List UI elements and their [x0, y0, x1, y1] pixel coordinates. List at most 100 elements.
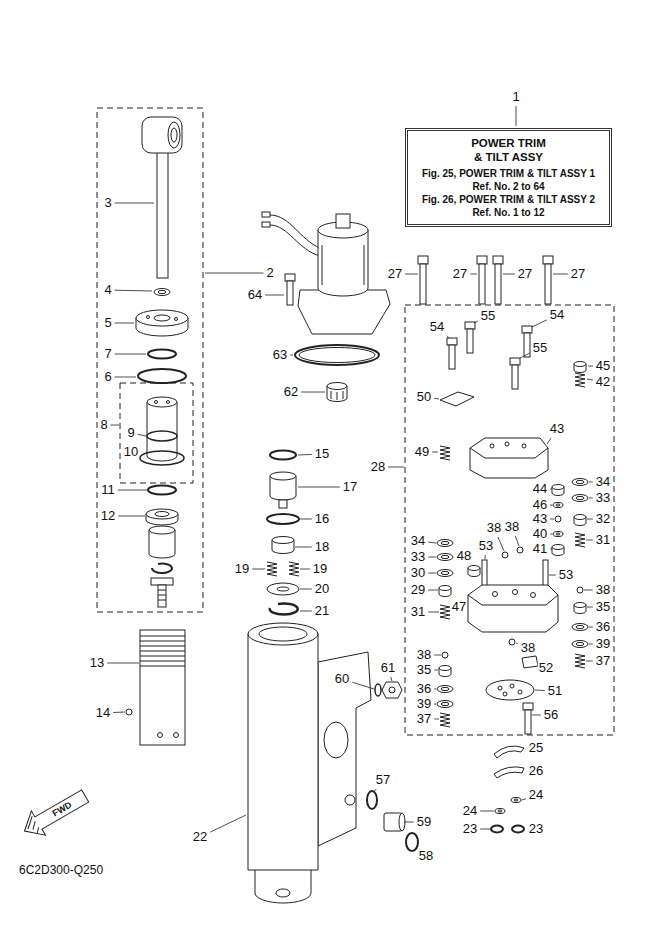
callout-number: 21: [314, 604, 330, 618]
leader-line: [434, 655, 441, 656]
callout-number: 18: [314, 540, 330, 554]
callout-number: 2: [265, 266, 274, 280]
leader-line: [388, 467, 404, 468]
callout-number: 33: [595, 491, 611, 505]
callout-number: 16: [314, 512, 330, 526]
callout-number: 39: [595, 637, 611, 651]
leader-line: [589, 627, 593, 628]
leader-line: [391, 677, 392, 681]
callout-number: 53: [478, 539, 494, 553]
callout-number: 11: [100, 483, 116, 497]
callout-number: 30: [410, 566, 426, 580]
callout-number: 5: [103, 316, 112, 330]
leader-line: [515, 536, 519, 546]
leader-line: [404, 822, 414, 823]
callout-number: 38: [486, 521, 502, 535]
leader-line: [553, 274, 568, 275]
leader-line: [118, 516, 145, 517]
title-box: POWER TRIM & TILT ASSY Fig. 25, POWER TRI…: [405, 128, 612, 227]
leader-line: [352, 682, 374, 689]
leader-line: [298, 454, 312, 456]
callout-number: 46: [532, 498, 548, 512]
leader-line: [405, 274, 418, 275]
leader-line: [535, 690, 545, 692]
callout-number: 28: [370, 460, 386, 474]
callout-number: 63: [272, 348, 288, 362]
leader-line: [265, 295, 284, 296]
leader-line: [432, 452, 438, 453]
leader-line: [301, 392, 325, 393]
leader-line: [550, 534, 552, 535]
callout-number: 6: [103, 370, 112, 384]
callout-number: 38: [595, 583, 611, 597]
callout-number: 26: [528, 764, 544, 778]
callout-number: 20: [314, 582, 330, 596]
leader-line: [447, 336, 449, 338]
leader-line: [516, 643, 518, 645]
leader-line: [118, 490, 147, 491]
callout-number: 23: [528, 822, 544, 836]
callout-number: 47: [451, 600, 467, 614]
callout-number: 62: [283, 385, 299, 399]
leader-line: [115, 354, 146, 355]
leader-line: [434, 398, 439, 400]
callout-number: 37: [595, 654, 611, 668]
box-text: Fig. 25, POWER TRIM & TILT ASSY 1: [416, 167, 601, 180]
callout-number: 7: [103, 347, 112, 361]
leader-line: [485, 555, 486, 559]
callout-number: 29: [410, 583, 426, 597]
callout-number: 24: [462, 804, 478, 818]
callout-number: 12: [100, 509, 116, 523]
callout-number: 55: [532, 341, 548, 355]
callout-number: 38: [416, 648, 432, 662]
leader-line: [434, 689, 436, 690]
box-text: Ref. No. 1 to 12: [416, 206, 601, 219]
callout-number: 34: [410, 534, 426, 548]
callout-number: 8: [99, 418, 108, 432]
callout-number: 64: [247, 288, 263, 302]
leader-line: [474, 321, 478, 323]
leader-line: [587, 379, 593, 380]
callout-number: 43: [549, 422, 565, 436]
leader-line: [434, 719, 439, 720]
leader-line: [300, 519, 312, 520]
callout-number: 24: [528, 788, 544, 802]
leader-line: [115, 203, 154, 204]
callout-number: 60: [334, 672, 350, 686]
leader-line: [205, 273, 263, 274]
callout-number: 40: [532, 527, 548, 541]
callout-number: 54: [429, 320, 445, 334]
callout-number: 35: [595, 600, 611, 614]
callout-number: 38: [520, 641, 536, 655]
leader-line: [587, 607, 593, 608]
callout-number: 51: [547, 684, 563, 698]
leader-line: [434, 670, 438, 671]
callout-number: 49: [414, 445, 430, 459]
callout-number: 17: [342, 480, 358, 494]
callout-number: 38: [504, 520, 520, 534]
leader-line: [107, 663, 139, 664]
callout-number: 57: [375, 773, 391, 787]
leader-line: [113, 712, 125, 714]
leader-line: [550, 549, 552, 550]
leader-line: [532, 320, 547, 327]
callout-number: 1: [511, 90, 520, 104]
callout-number: 23: [462, 822, 478, 836]
leader-line: [111, 425, 119, 426]
leader-line: [115, 377, 136, 378]
leader-line: [589, 498, 593, 499]
leader-line: [584, 590, 593, 591]
callout-number: 34: [595, 475, 611, 489]
box-heading: POWER TRIM & TILT ASSY: [469, 136, 549, 164]
leader-line: [587, 519, 593, 520]
leader-line: [295, 547, 312, 548]
leader-line: [550, 505, 552, 506]
leader-line: [428, 573, 436, 574]
leader-line: [588, 366, 593, 367]
direction-arrow-label: FWD: [51, 800, 74, 819]
leader-line: [374, 789, 376, 792]
callout-number: 19: [234, 562, 250, 576]
leader-line: [520, 353, 530, 358]
leader-line: [516, 106, 517, 126]
callout-number: 53: [558, 568, 574, 582]
